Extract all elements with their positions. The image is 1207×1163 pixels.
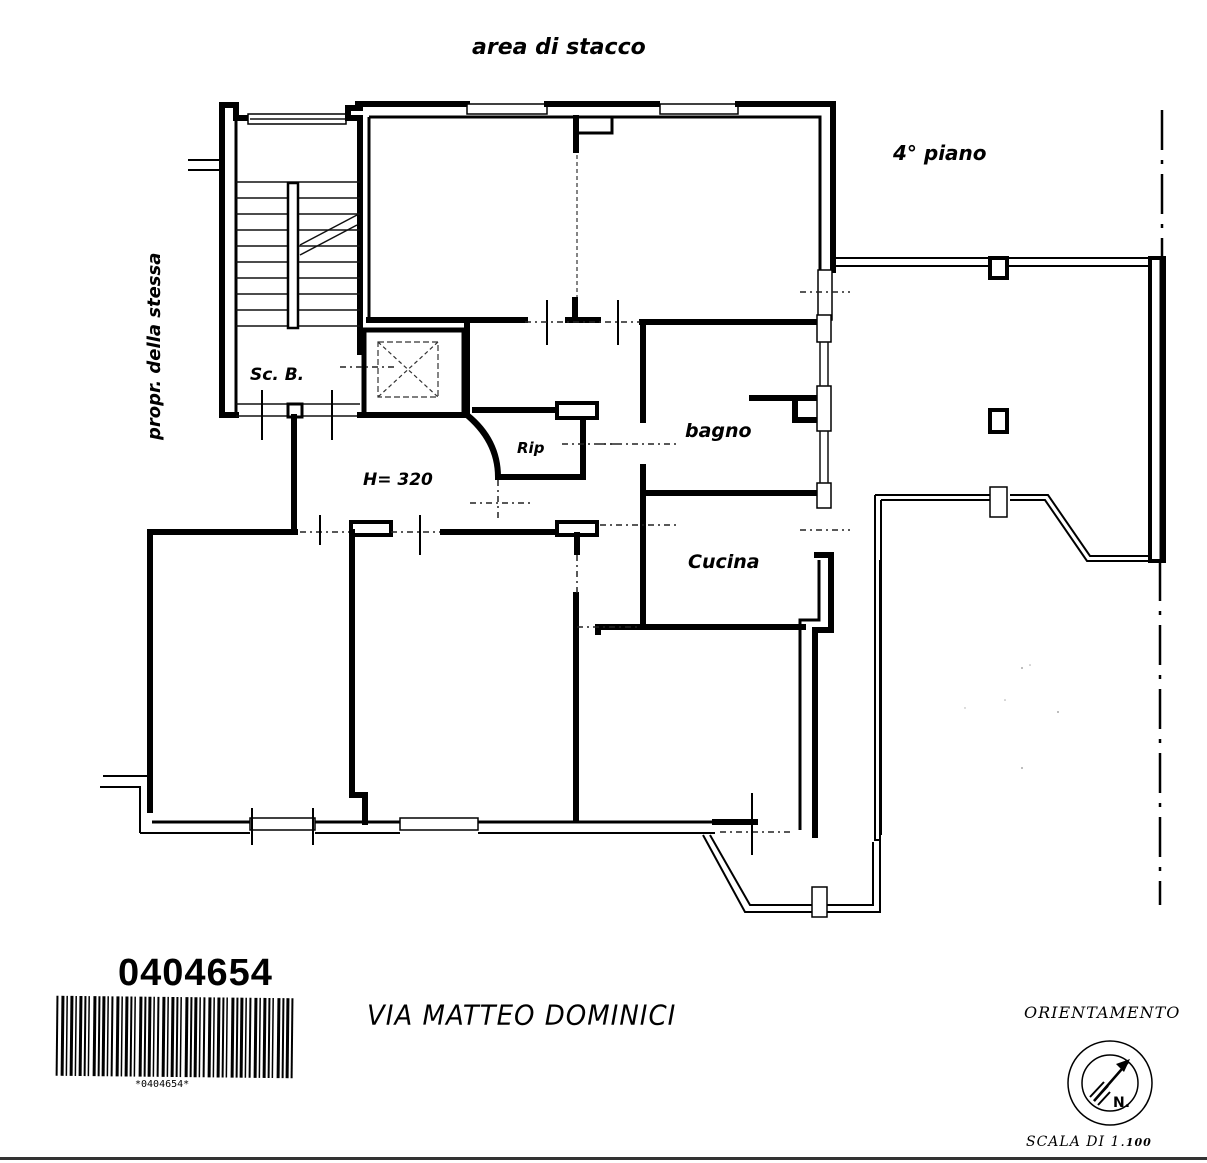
stairwell bbox=[188, 102, 363, 533]
scale-value: 100 bbox=[1125, 1136, 1152, 1149]
neighbor-property-label: propr. della stessa bbox=[144, 253, 165, 441]
ceiling-height-label: H= 320 bbox=[363, 470, 433, 490]
bathroom-kitchen-block bbox=[595, 314, 850, 838]
barcode bbox=[55, 995, 294, 1079]
street-label: VIA MATTEO DOMINICI bbox=[367, 1000, 677, 1032]
hall-and-storage bbox=[357, 317, 620, 520]
floor-label: 4° piano bbox=[892, 141, 987, 165]
document-number: 0404654 bbox=[118, 952, 273, 994]
bathroom-label: bagno bbox=[685, 420, 752, 442]
storage-room-label: Rip bbox=[517, 439, 545, 457]
bay-balcony bbox=[702, 560, 881, 918]
lower-bedrooms bbox=[100, 515, 790, 855]
scale-prefix: SCALA DI 1. bbox=[1026, 1134, 1126, 1150]
scale-label: SCALA DI 1.100 bbox=[1026, 1134, 1152, 1150]
barcode-caption: *0404654* bbox=[135, 1079, 190, 1090]
terrace bbox=[833, 110, 1166, 905]
area-di-stacco-label: area di stacco bbox=[472, 35, 646, 60]
stair-label: Sc. B. bbox=[250, 365, 304, 385]
kitchen-label: Cucina bbox=[688, 551, 760, 573]
north-label: N. bbox=[1113, 1095, 1130, 1111]
bottom-rule bbox=[0, 1157, 1207, 1160]
north-arrow-icon: N. bbox=[1067, 1040, 1153, 1126]
living-room bbox=[355, 101, 850, 345]
orientation-label: ORIENTAMENTO bbox=[1024, 1003, 1181, 1022]
